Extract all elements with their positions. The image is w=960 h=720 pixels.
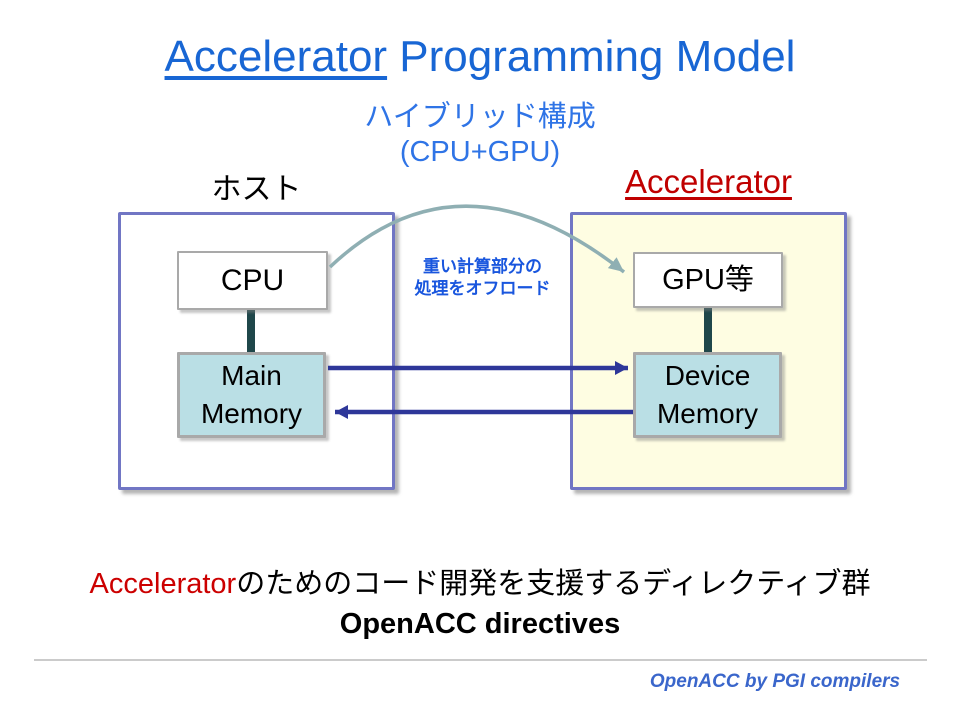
host-label: ホスト (211, 173, 302, 206)
offload-note-line1: 重い計算部分の (423, 257, 542, 276)
gpu-box-label: GPU等 (662, 264, 754, 296)
gpu-box: GPU等 (633, 252, 783, 308)
page-title: Accelerator Programming Model (0, 32, 960, 82)
description-accelerator: Accelerator (89, 568, 237, 600)
offload-note-line2: 処理をオフロード (414, 279, 551, 298)
footer-credit: OpenACC by PGI compilers (649, 671, 901, 692)
main-memory-box: Main Memory (177, 352, 326, 438)
title-accelerator-underlined: Accelerator (164, 32, 388, 81)
main-memory-label-line1: Main (221, 360, 282, 391)
gpu-memory-bus (704, 308, 712, 354)
footer-divider (34, 659, 927, 661)
offload-note: 重い計算部分の 処理をオフロード (395, 256, 570, 300)
title-rest: Programming Model (387, 32, 796, 81)
cpu-box-label: CPU (220, 264, 285, 297)
main-memory-label-line2: Memory (200, 398, 303, 429)
device-memory-label-line1: Device (664, 360, 751, 391)
directives-description: Acceleratorのためのコード開発を支援するディレクティブ群 (0, 560, 960, 602)
accelerator-label: Accelerator (625, 163, 792, 200)
cpu-box: CPU (177, 251, 328, 310)
device-memory-box: Device Memory (633, 352, 782, 438)
cpu-memory-bus (247, 308, 255, 354)
openacc-directives-heading: OpenACC directives (339, 608, 621, 640)
hybrid-config-line1: ハイブリッド構成 (364, 101, 596, 133)
hybrid-config-caption: ハイブリッド構成 (CPU+GPU) (0, 100, 960, 170)
device-memory-label-line2: Memory (656, 398, 759, 429)
description-rest: のためのコード開発を支援するディレクティブ群 (236, 568, 871, 600)
hybrid-config-line2: (CPU+GPU) (399, 136, 561, 168)
